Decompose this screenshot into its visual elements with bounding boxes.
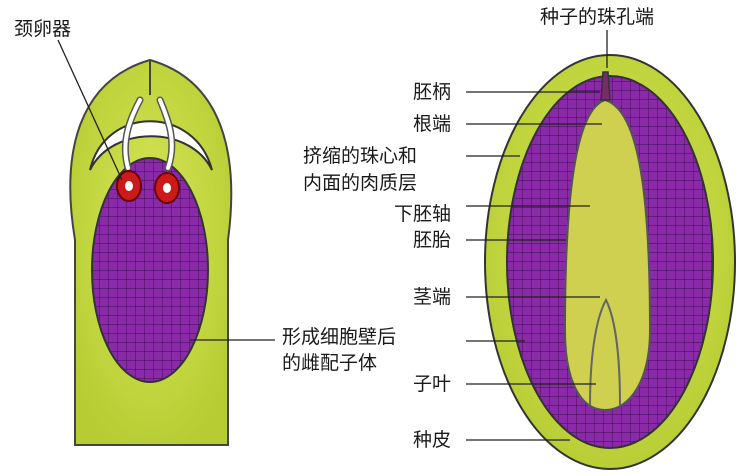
label-cotyledon: 子叶	[413, 373, 451, 395]
label-seed-coat: 种皮	[413, 429, 451, 451]
label-archegonium-neck: 颈卵器	[14, 18, 71, 40]
label-gametophyte-line2: 的雌配子体	[282, 352, 377, 374]
label-gametophyte-line1: 形成细胞壁后	[282, 326, 396, 348]
label-embryo: 胚胎	[413, 229, 451, 251]
label-shoot-tip: 茎端	[413, 286, 451, 308]
right-seed	[485, 55, 735, 469]
label-micropylar-end: 种子的珠孔端	[540, 6, 654, 28]
label-nucellus-line2: 内面的肉质层	[303, 172, 417, 194]
label-radicle-tip: 根端	[413, 113, 451, 135]
female-gametophyte	[92, 158, 208, 382]
suspensor	[601, 72, 610, 100]
label-nucellus-line1: 挤缩的珠心和	[303, 145, 417, 167]
label-suspensor: 胚柄	[413, 81, 451, 103]
label-hypocotyl: 下胚轴	[394, 203, 451, 225]
left-ovule	[70, 60, 231, 445]
